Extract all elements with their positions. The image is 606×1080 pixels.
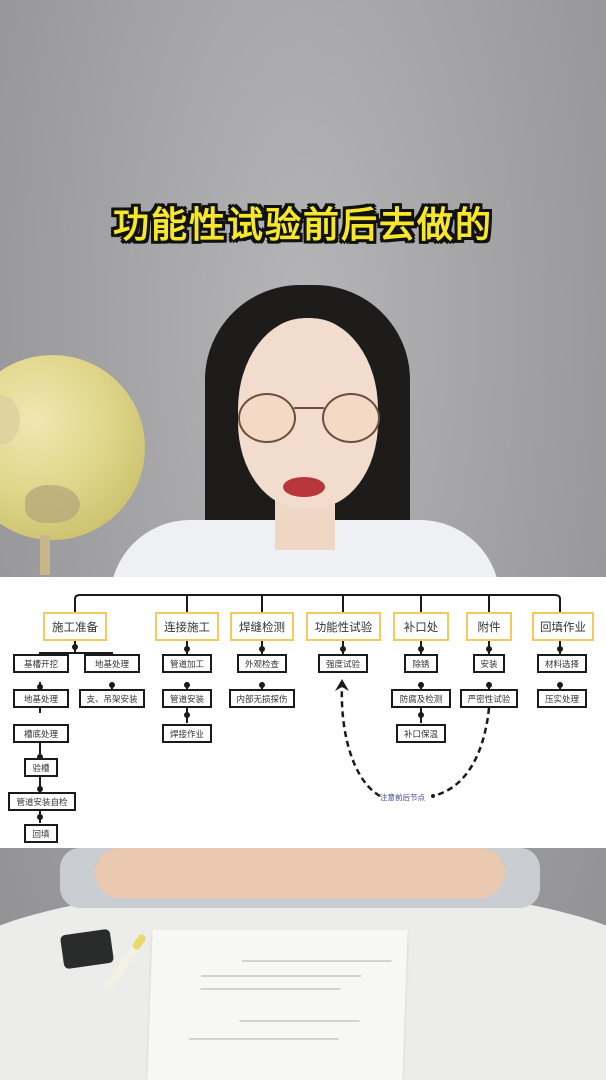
node-visual-inspection: 外观检查 bbox=[237, 654, 287, 673]
node-compaction: 压实处理 bbox=[537, 689, 587, 708]
node-foundation-treatment-2: 地基处理 bbox=[84, 654, 140, 673]
header-joint-coating: 补口处 bbox=[393, 612, 449, 641]
remote-clicker bbox=[59, 928, 115, 970]
node-pipe-processing: 管道加工 bbox=[162, 654, 212, 673]
flowchart-panel: 施工准备 连接施工 焊缝检测 功能性试验 补口处 附件 回填作业 基槽开挖 地基… bbox=[0, 577, 606, 848]
node-trench-excavation: 基槽开挖 bbox=[13, 654, 69, 673]
presenter-mouth bbox=[283, 477, 325, 497]
node-internal-ndt: 内部无损探伤 bbox=[229, 689, 295, 708]
presenter-neck bbox=[275, 500, 335, 550]
node-backfill: 回填 bbox=[24, 824, 58, 843]
node-material-selection: 材料选择 bbox=[537, 654, 587, 673]
node-trench-bottom-treatment: 槽底处理 bbox=[13, 724, 69, 743]
node-welding-work: 焊接作业 bbox=[162, 724, 212, 743]
node-trench-inspection: 验槽 bbox=[24, 758, 58, 777]
header-construction-prep: 施工准备 bbox=[43, 612, 107, 641]
flowchart-connectors bbox=[37, 594, 563, 823]
node-tightness-test: 严密性试验 bbox=[460, 689, 518, 708]
node-anticorrosion-check: 防腐及检测 bbox=[391, 689, 451, 708]
note-before-after-nodes: 注意前后节点 bbox=[380, 793, 425, 802]
presenter-hands bbox=[95, 848, 505, 898]
node-pipe-installation: 管道安装 bbox=[162, 689, 212, 708]
node-support-hanger-install: 支、吊架安装 bbox=[79, 689, 145, 708]
header-functional-test: 功能性试验 bbox=[306, 612, 381, 641]
node-foundation-treatment: 地基处理 bbox=[13, 689, 69, 708]
header-connection-construction: 连接施工 bbox=[155, 612, 219, 641]
glasses-left-lens bbox=[238, 393, 296, 443]
globe bbox=[0, 355, 145, 540]
header-backfill: 回填作业 bbox=[532, 612, 594, 641]
node-joint-insulation: 补口保温 bbox=[396, 724, 446, 743]
header-weld-inspection: 焊缝检测 bbox=[230, 612, 294, 641]
glasses-bridge bbox=[294, 407, 324, 409]
header-accessories: 附件 bbox=[466, 612, 512, 641]
glasses-right-lens bbox=[322, 393, 380, 443]
video-caption: 功能性试验前后去做的 bbox=[112, 205, 493, 246]
paper-document bbox=[147, 930, 408, 1080]
node-install: 安装 bbox=[473, 654, 505, 673]
globe-stand bbox=[40, 535, 50, 575]
node-strength-test: 强度试验 bbox=[318, 654, 368, 673]
node-pipe-self-check: 管道安装自检 bbox=[8, 792, 76, 811]
node-rust-removal: 除锈 bbox=[404, 654, 438, 673]
